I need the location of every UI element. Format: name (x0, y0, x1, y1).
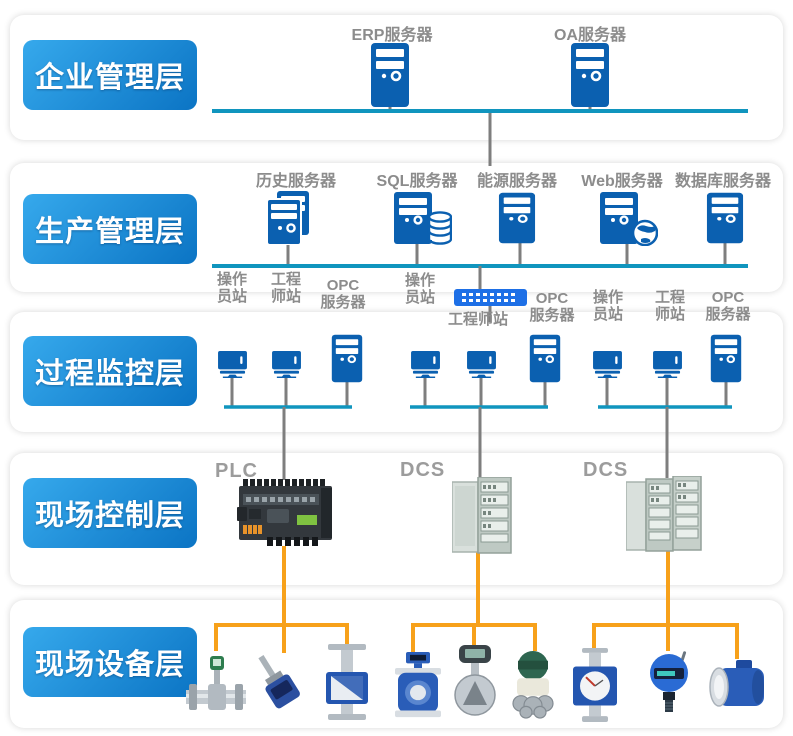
database-server-icon (706, 192, 744, 244)
web-server-label: Web服务器 (581, 173, 663, 190)
oa-server-icon (570, 42, 610, 108)
layer-badge-control: 现场控制层 (23, 478, 197, 548)
network-switch-icon (454, 289, 527, 306)
plc-label: PLC (215, 460, 258, 482)
layer-title: 生产管理层 (34, 216, 185, 248)
layer-title: 现场控制层 (34, 500, 185, 532)
g3-operator-monitor-icon (593, 351, 622, 378)
g2-engineer-monitor-icon (467, 351, 496, 378)
g3-engineer-monitor-icon (653, 351, 682, 378)
temperature-transmitter-icon (258, 650, 308, 716)
vortex-flowmeter-icon (453, 645, 497, 721)
g3-operator-station-label: 操作 员站 (592, 289, 623, 323)
g2-operator-station-label: 操作 员站 (404, 272, 435, 306)
layer-badge-production: 生产管理层 (23, 194, 197, 264)
electromagnetic-flowmeter-icon (390, 652, 446, 720)
dcs1-label: DCS (400, 459, 446, 481)
sql-server-label: SQL服务器 (376, 173, 458, 190)
rotameter-indicator-icon (569, 648, 621, 722)
metal-tube-rotameter-icon (320, 644, 374, 722)
g2-opc-server-icon (529, 334, 561, 383)
g2-opc-server-label: OPC 服务器 (529, 290, 575, 324)
g1-engineer-station-label: 工程 师站 (270, 271, 301, 305)
dcs1-cabinet-icon (452, 477, 512, 555)
database-server-label: 数据库服务器 (674, 173, 771, 190)
history-server-icon (267, 191, 315, 245)
g1-operator-station-label: 操作 员站 (216, 271, 247, 305)
smart-pressure-transmitter-icon (647, 650, 691, 714)
dp-transmitter-icon (505, 650, 561, 720)
web-server-icon (600, 192, 658, 246)
erp-server-icon (370, 42, 410, 108)
g1-opc-server-icon (331, 334, 363, 383)
g2-operator-monitor-icon (411, 351, 440, 378)
g1-engineer-monitor-icon (272, 351, 301, 378)
dcs2-label: DCS (583, 459, 629, 481)
layer-title: 企业管理层 (34, 62, 185, 94)
energy-server-icon (498, 192, 536, 244)
g3-opc-server-label: OPC 服务器 (705, 289, 751, 323)
oa-server-label: OA服务器 (553, 27, 626, 44)
erp-server-label: ERP服务器 (351, 27, 433, 44)
layer-badge-monitoring: 过程监控层 (23, 336, 197, 406)
sql-server-icon (394, 192, 452, 246)
g1-operator-monitor-icon (218, 351, 247, 378)
g3-opc-server-icon (710, 334, 742, 383)
layer-badge-field: 现场设备层 (23, 627, 197, 697)
turbine-flowmeter-icon (186, 648, 246, 720)
g1-opc-server-label: OPC 服务器 (320, 277, 366, 311)
layer-title: 现场设备层 (34, 649, 185, 681)
layer-badge-enterprise: 企业管理层 (23, 40, 197, 110)
layer-title: 过程监控层 (34, 358, 185, 390)
plc-icon (237, 479, 334, 547)
history-server-label: 历史服务器 (255, 173, 336, 190)
energy-server-label: 能源服务器 (476, 173, 557, 190)
g2-engineer-station-label: 工程师站 (447, 311, 508, 328)
electromagnetic-flowmeter-horizontal-icon (706, 660, 766, 712)
g3-engineer-station-label: 工程 师站 (654, 289, 685, 323)
dcs2-cabinet-icon (626, 476, 702, 552)
